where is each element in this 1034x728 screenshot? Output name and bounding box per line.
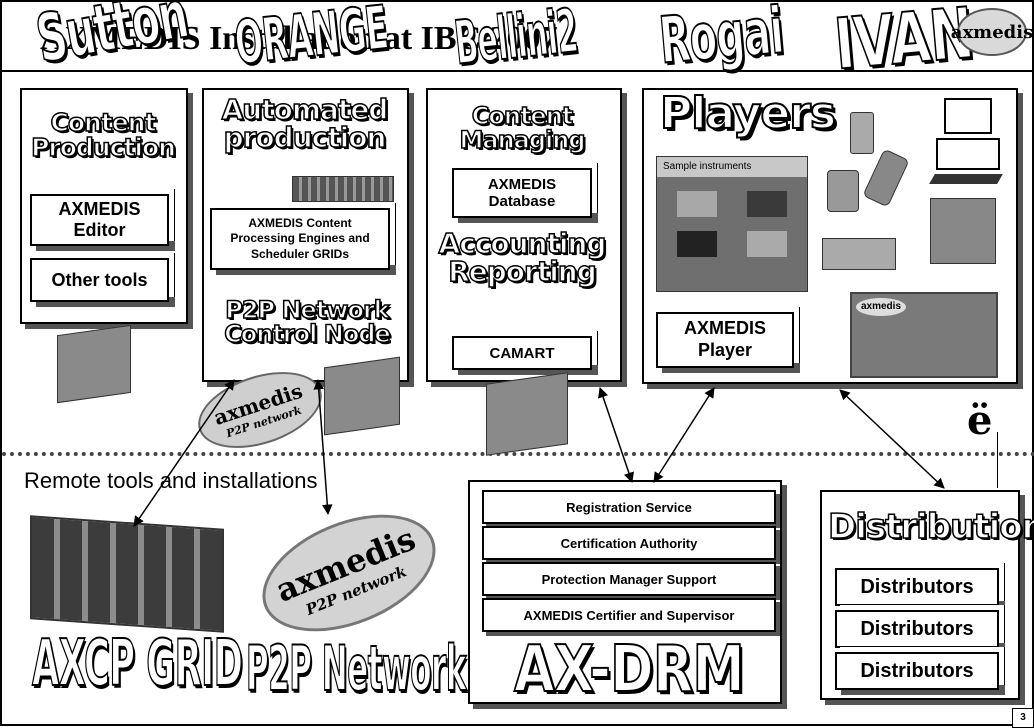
distributors-box-3: Distributors — [835, 652, 999, 690]
distributors-box-2: Distributors — [835, 610, 999, 648]
player-screenshot: Sample instruments — [656, 156, 808, 292]
axmedis-database-box: AXMEDIS Database — [452, 168, 592, 218]
axmedis-corner-logo: axmedis — [951, 8, 1033, 56]
content-production-heading: Content Production — [30, 108, 176, 162]
section-divider — [2, 452, 1034, 456]
title-underline — [2, 70, 1034, 72]
right-edge-line — [997, 432, 998, 488]
pocket-pc-image — [827, 170, 859, 212]
panel-content-managing — [426, 88, 622, 382]
player-thumbnails — [677, 191, 787, 257]
certifier-supervisor-box: AXMEDIS Certifier and Supervisor — [482, 598, 776, 632]
arrow-players-to-drm — [653, 387, 715, 483]
set-top-box-image — [822, 238, 896, 270]
players-laptop-image — [930, 198, 996, 264]
tv-screen-image: axmedis — [850, 292, 998, 378]
accounting-reporting-heading: Accounting Reporting — [438, 227, 607, 288]
camart-box: CAMART — [452, 336, 592, 370]
distributors-box-1: Distributors — [835, 568, 999, 606]
arrow-control-to-grid — [133, 379, 235, 527]
other-tools-box: Other tools — [30, 258, 169, 302]
players-heading: Players — [659, 88, 837, 139]
pda-device-image — [850, 112, 874, 154]
automated-production-heading: Automated production — [221, 93, 389, 154]
player-screenshot-header: Sample instruments — [657, 157, 807, 177]
arrow-managing-to-drm — [598, 387, 634, 483]
p2p-network-label: P2P Network — [246, 632, 467, 705]
arrow-control-to-p2p — [313, 378, 333, 516]
axmedis-player-box: AXMEDIS Player — [656, 312, 794, 368]
desktop-computer-image — [929, 98, 1003, 188]
arrow-players-to-distribution — [839, 389, 945, 489]
content-processing-engines-box: AXMEDIS Content Processing Engines and S… — [210, 208, 390, 270]
axcp-grid-label: AXCP GRID — [31, 627, 243, 701]
protection-manager-box: Protection Manager Support — [482, 562, 776, 596]
distribution-heading: Distribution — [827, 507, 1034, 547]
p2p-control-node-heading: P2P Network Control Node — [223, 296, 391, 348]
axmedis-editor-box: AXMEDIS Editor — [30, 194, 169, 246]
ax-drm-label: AX-DRM — [513, 633, 745, 707]
tv-logo: axmedis — [856, 298, 906, 316]
axmedis-mark-icon: ë — [967, 397, 993, 444]
slide-title: AXMEDIS Installation at IBC 2007 — [40, 20, 558, 57]
server-rack-image — [292, 176, 394, 202]
registration-service-box: Registration Service — [482, 490, 776, 524]
certification-authority-box: Certification Authority — [482, 526, 776, 560]
corner-logo-text: axmedis — [950, 21, 1034, 43]
content-managing-heading: Content Managing — [459, 102, 587, 154]
